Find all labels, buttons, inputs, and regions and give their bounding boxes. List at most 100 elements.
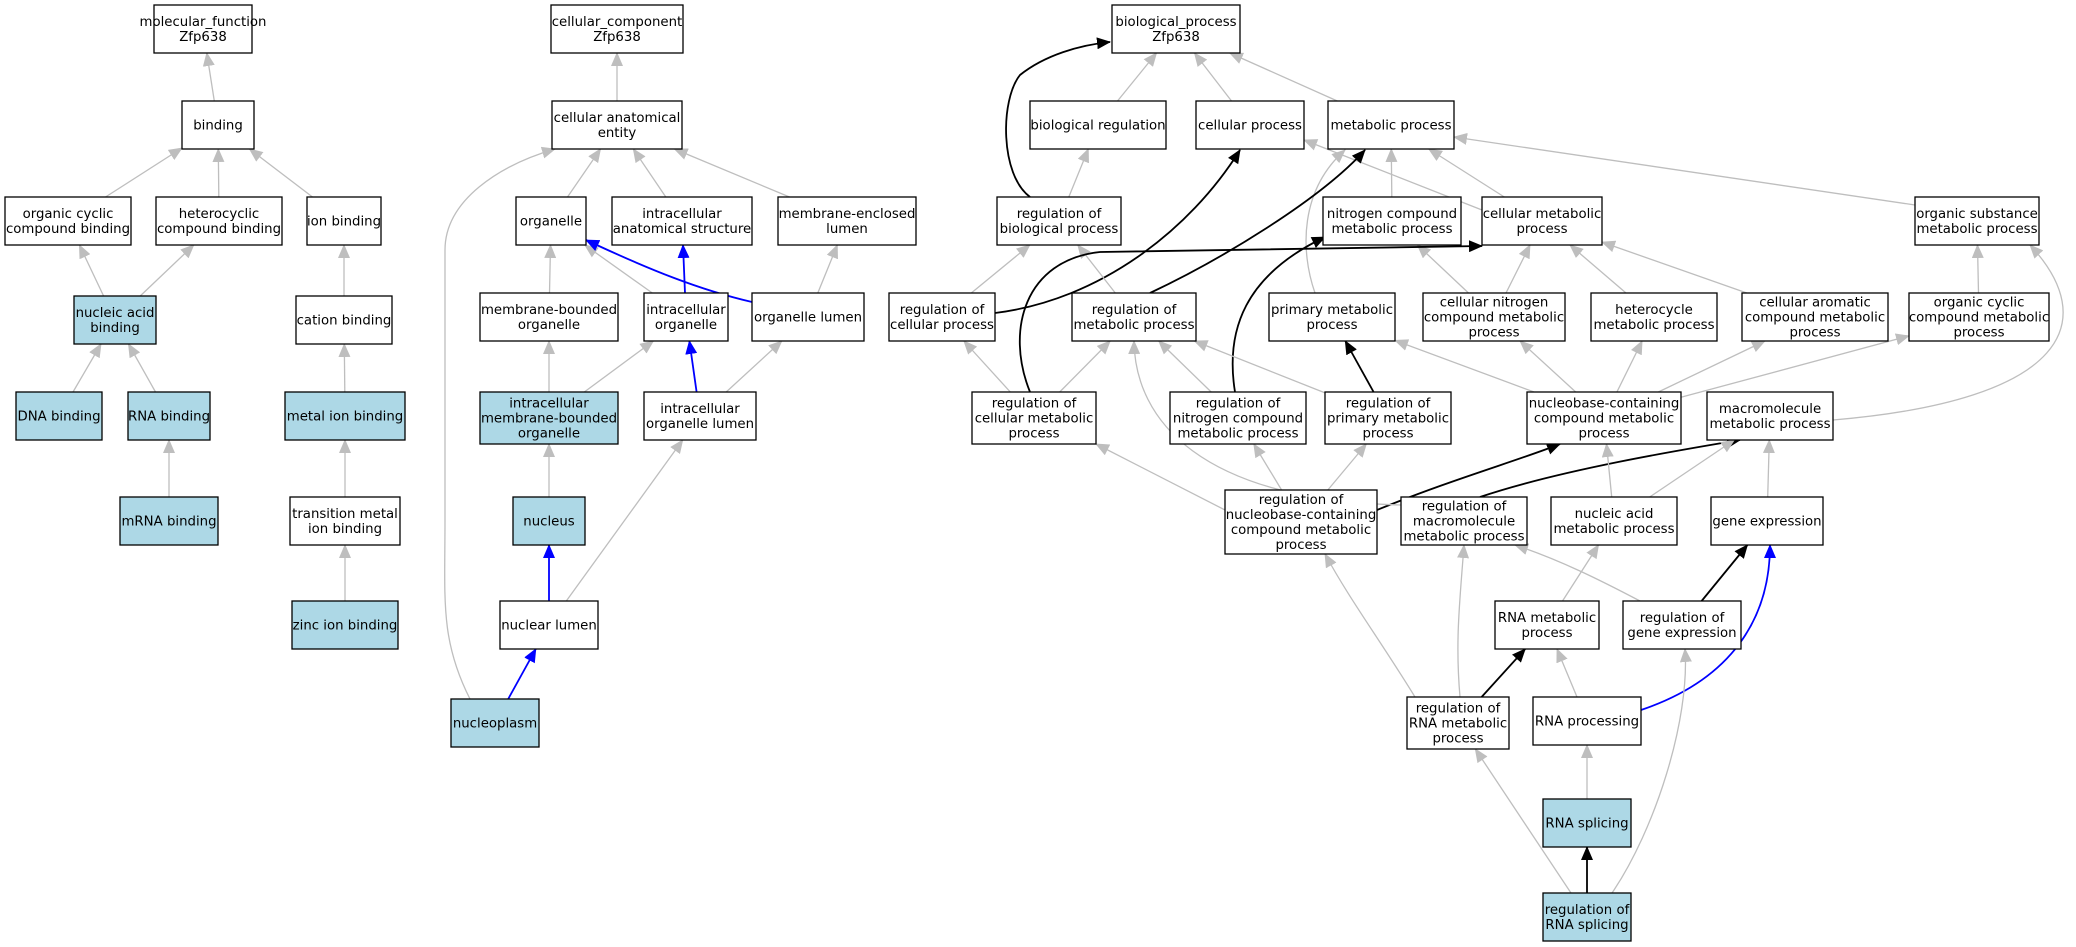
go-term-node-ion-binding[interactable]: ion binding (306, 196, 382, 246)
go-term-node-mrna-binding[interactable]: mRNA binding (119, 496, 219, 546)
node-label: metabolic process (1709, 417, 1830, 432)
edge-is-a (566, 148, 602, 198)
node-box (4, 196, 132, 246)
go-term-node-cellular-process[interactable]: cellular process (1195, 100, 1305, 150)
node-label: RNA metabolic (1498, 611, 1596, 626)
node-label: regulation of (900, 303, 985, 318)
edge-is-a (212, 148, 225, 198)
node-label: compound binding (157, 222, 281, 237)
node-label: gene expression (1712, 515, 1821, 530)
go-term-node-organelle-lumen[interactable]: organelle lumen (751, 292, 865, 342)
node-label: RNA binding (128, 410, 210, 425)
go-term-node-binding[interactable]: binding (181, 100, 255, 150)
go-term-node-organelle[interactable]: organelle (515, 196, 587, 246)
node-label: regulation of (992, 397, 1077, 412)
node-box (1422, 292, 1566, 342)
node-box (643, 292, 729, 342)
go-term-node-cation-binding[interactable]: cation binding (295, 295, 393, 345)
node-label: cellular anatomical (554, 111, 681, 126)
go-term-node-regulation-of-nucleobase-containing-compound-metabolic-process[interactable]: regulation ofnucleobase-containingcompou… (1224, 489, 1378, 555)
node-label: RNA processing (1535, 715, 1639, 730)
go-term-node-nucleoplasm[interactable]: nucleoplasm (450, 698, 540, 748)
edge-regulates (1231, 236, 1326, 393)
go-term-node-metal-ion-binding[interactable]: metal ion binding (284, 391, 406, 441)
node-box (153, 4, 253, 54)
edge-is-a (673, 148, 790, 198)
edge-is-a (1680, 333, 1910, 398)
node-label: primary metabolic (1327, 412, 1449, 427)
node-label: molecular_function (140, 15, 267, 30)
edge-is-a (1193, 340, 1326, 394)
edge-is-a (1561, 544, 1600, 602)
node-label: macromolecule (1719, 402, 1821, 417)
node-label: cation binding (297, 314, 392, 329)
node-box (1481, 196, 1603, 246)
go-term-node-nuclear-lumen[interactable]: nuclear lumen (499, 600, 599, 650)
node-label: intracellular (642, 207, 722, 222)
node-label: compound metabolic (1424, 311, 1564, 326)
go-term-node-rna-binding[interactable]: RNA binding (127, 391, 211, 441)
node-box (1195, 100, 1305, 150)
node-box (1590, 292, 1718, 342)
node-box (499, 600, 599, 650)
go-term-node-dna-binding[interactable]: DNA binding (15, 391, 103, 441)
go-term-node-gene-expression[interactable]: gene expression (1710, 496, 1824, 546)
node-label: intracellular (660, 402, 740, 417)
go-term-node-metabolic-process[interactable]: metabolic process (1327, 100, 1455, 150)
node-label: process (1953, 326, 2004, 341)
node-label: metabolic process (1593, 318, 1714, 333)
go-term-node-biological-regulation[interactable]: biological regulation (1029, 100, 1167, 150)
node-label: nucleus (523, 515, 574, 530)
edge-is-a (78, 244, 105, 297)
go-term-node-rna-splicing[interactable]: RNA splicing (1542, 798, 1632, 848)
node-label: ion binding (307, 215, 381, 230)
go-term-node-rna-processing[interactable]: RNA processing (1532, 696, 1642, 746)
node-box (284, 391, 406, 441)
node-label: compound metabolic (1909, 311, 2049, 326)
node-label: transition metal (292, 507, 398, 522)
go-term-node-nucleus[interactable]: nucleus (512, 496, 586, 546)
edge-part-of (507, 648, 537, 700)
edge-is-a (1556, 648, 1578, 698)
go-term-node-zinc-ion-binding[interactable]: zinc ion binding (291, 600, 399, 650)
node-box (1327, 100, 1455, 150)
edge-is-a (1077, 244, 1116, 294)
node-label: lumen (826, 222, 868, 237)
